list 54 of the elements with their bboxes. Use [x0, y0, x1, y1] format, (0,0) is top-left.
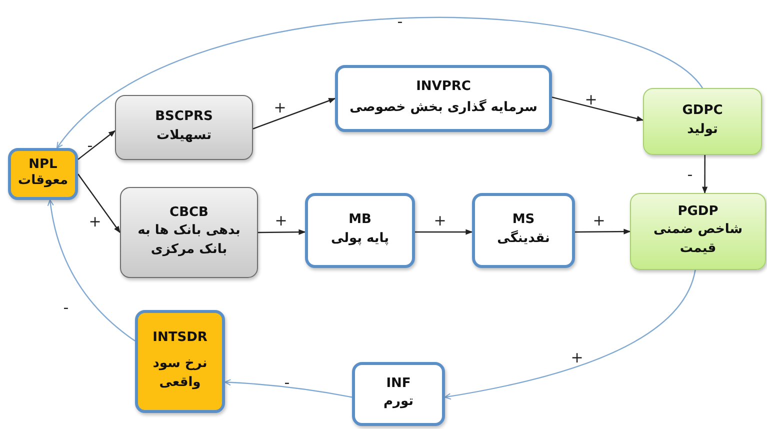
variable-name: سرمایه گذاری بخش خصوصی — [348, 98, 538, 117]
variable-name: تسهیلات — [156, 126, 212, 145]
variable-code: INF — [386, 376, 411, 392]
arrow — [702, 155, 708, 194]
variable-code: CBCB — [170, 204, 208, 220]
variable-code: PGDP — [678, 204, 718, 220]
variable-name: تولید — [686, 120, 719, 139]
variable-code: INVPRC — [416, 79, 471, 95]
arrow — [444, 270, 696, 400]
edge-label: - — [284, 376, 290, 390]
edge-label: - — [87, 138, 93, 154]
process-box — [135, 310, 225, 413]
edge-label: - — [63, 300, 69, 316]
process-box — [120, 187, 258, 278]
arrow — [78, 174, 120, 234]
variable-name: معوقات — [17, 172, 69, 190]
variable-name: نرخ سود واقعی — [152, 355, 208, 392]
arrow — [56, 17, 703, 149]
process-box — [643, 88, 762, 155]
process-box — [8, 148, 78, 200]
edge-label: + — [274, 100, 286, 116]
edge-label: + — [274, 214, 288, 228]
edge-label: - — [397, 14, 403, 30]
variable-name: تورم — [382, 393, 415, 412]
variable-name: پایه پولی — [330, 230, 390, 248]
edge-label: + — [434, 214, 446, 228]
process-box — [335, 65, 552, 132]
edge-label: + — [592, 214, 606, 228]
arrow — [575, 228, 631, 234]
variable-code: MB — [348, 212, 372, 228]
variable-name: نقدینگی — [496, 230, 551, 248]
variable-name: بدهی بانک ها به بانک مرکزی — [136, 222, 242, 260]
variable-code: BSCPRS — [155, 109, 213, 125]
process-box — [472, 193, 575, 268]
arrow — [258, 229, 306, 235]
arrow — [552, 96, 644, 122]
edge-label: + — [88, 214, 102, 230]
variable-name: شاخص ضمنی قیمت — [652, 221, 744, 258]
edge-label: + — [584, 92, 598, 108]
arrow — [224, 379, 352, 398]
variable-code: INTSDR — [152, 330, 208, 346]
edge-label: - — [687, 168, 693, 182]
process-box — [305, 193, 415, 268]
arrow — [78, 130, 116, 160]
variable-code: GDPC — [682, 103, 723, 119]
variable-code: NPL — [28, 156, 58, 172]
arrow — [48, 199, 136, 342]
edge-label: + — [570, 350, 584, 366]
process-box — [352, 362, 445, 426]
variable-code: MS — [512, 212, 535, 228]
process-box — [630, 193, 766, 270]
arrow — [252, 98, 336, 130]
arrow — [415, 229, 473, 235]
process-box — [115, 95, 253, 160]
